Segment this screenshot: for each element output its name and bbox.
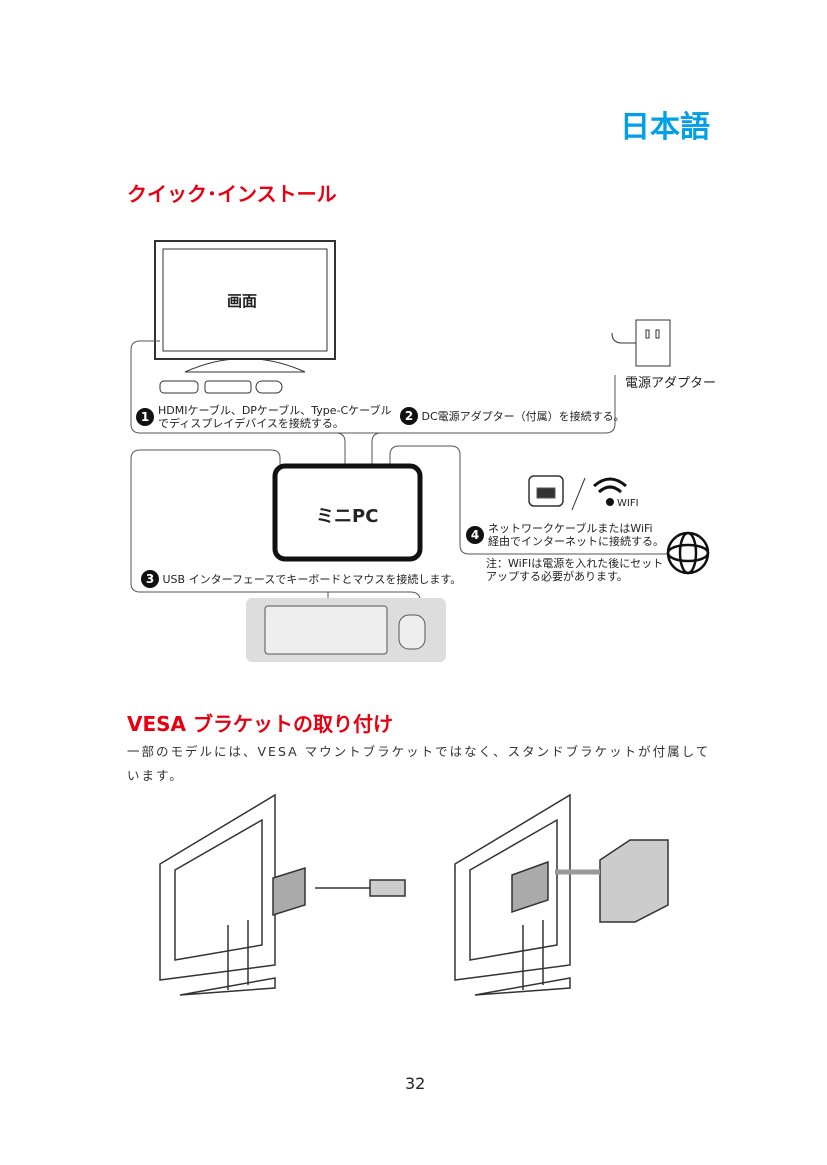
ethernet-icon [528,475,564,507]
quick-install-heading: クイック･インストール [127,182,337,206]
vesa-install-left [159,793,406,996]
body-text: 一部のモデルには、VESA マウントブラケットではなく、スタンドブラケットが付属… [127,744,711,759]
step-text: でディスプレイデバイスを接続する。 [158,417,344,430]
vesa-heading: VESA ブラケットの取り付け [127,712,393,736]
step-number: 3 [141,570,159,588]
monitor-illustration [154,240,336,373]
mouse-illustration [398,614,426,650]
note-text: 注：WiFIは電源を入れた後にセット [486,557,664,570]
step-number: 2 [400,407,418,425]
page-number: 32 [405,1074,426,1093]
adapter-label: 電源アダプター [625,376,717,391]
step-text: 経由でインターネットに接続する。 [488,535,664,548]
wifi-label: WIFI [617,498,639,509]
wifi-icon [593,477,627,506]
step-text: HDMIケーブル、DPケーブル、Type-Cケーブル [158,404,392,417]
vesa-install-right [454,793,669,996]
step-number: 1 [136,408,154,426]
step-text: DC電源アダプター（付属）を接続する。 [421,410,625,423]
step-text: ネットワークケーブルまたはWiFi [488,522,653,535]
minipc-label: ミニPC [316,506,379,527]
body-text: います。 [127,768,184,783]
wifi-note: 注：WiFIは電源を入れた後にセット アップする必要があります。 [486,557,663,583]
port-icons [159,380,283,394]
step-number: 4 [466,526,484,544]
step-1: 1 HDMIケーブル、DPケーブル、Type-Cケーブル でディスプレイデバイス… [136,404,392,430]
note-text: アップする必要があります。 [486,570,628,583]
power-adapter-illustration [611,319,671,367]
language-title: 日本語 [620,110,710,145]
vesa-body: 一部のモデルには、VESA マウントブラケットではなく、スタンドブラケットが付属… [127,740,710,788]
step-text: USB インターフェースでキーボードとマウスを接続します。 [162,573,462,586]
step-2: 2 DC電源アダプター（付属）を接続する。 [400,407,625,425]
globe-icon [666,531,710,575]
keyboard-illustration [264,605,388,655]
screen-label: 画面 [227,292,258,310]
minipc-box [272,463,423,562]
step-4: 4 ネットワークケーブルまたはWiFi 経由でインターネットに接続する。 [466,522,664,548]
step-3: 3 USB インターフェースでキーボードとマウスを接続します。 [141,570,461,588]
